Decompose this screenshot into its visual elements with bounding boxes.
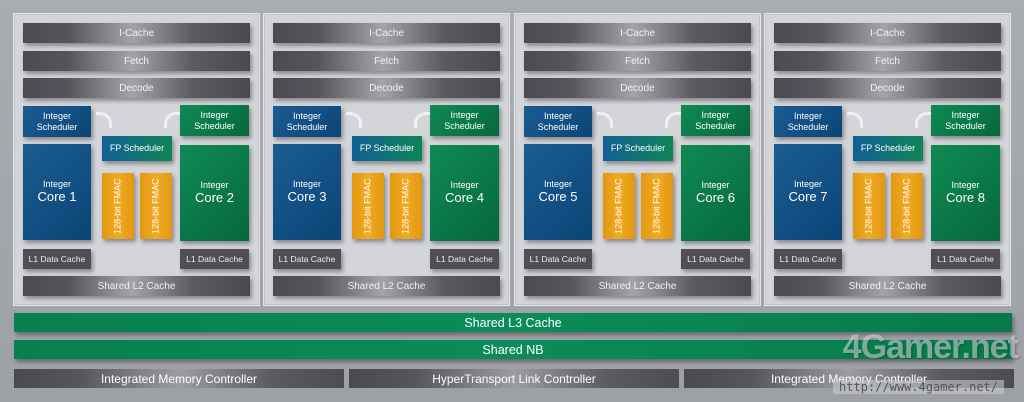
fp-scheduler: FP Scheduler <box>853 136 923 161</box>
l1-data-cache-a: L1 Data Cache <box>273 249 341 269</box>
fmac-unit-2: 128-bit FMAC <box>891 173 923 239</box>
arrow-icon <box>96 112 112 128</box>
fmac-unit-1: 128-bit FMAC <box>102 173 134 239</box>
icache-bar: I-Cache <box>273 23 500 43</box>
decode-bar: Decode <box>273 78 500 98</box>
fmac-unit-2: 128-bit FMAC <box>390 173 422 239</box>
decode-bar: Decode <box>774 78 1001 98</box>
l1-data-cache-a: L1 Data Cache <box>774 249 842 269</box>
arrow-icon <box>847 112 863 128</box>
fetch-bar: Fetch <box>23 51 250 71</box>
arrow-icon <box>915 112 931 128</box>
l1-data-cache-b: L1 Data Cache <box>931 249 1000 269</box>
fetch-bar: Fetch <box>774 51 1001 71</box>
fmac-unit-2: 128-bit FMAC <box>140 173 172 239</box>
fetch-bar: Fetch <box>524 51 751 71</box>
arrow-icon <box>164 112 180 128</box>
shared-l2-cache: Shared L2 Cache <box>273 276 500 296</box>
shared-l3-cache: Shared L3 Cache <box>14 313 1012 332</box>
watermark-logo: 4Gamer.net <box>842 328 1019 366</box>
fp-scheduler: FP Scheduler <box>352 136 422 161</box>
hypertransport-link-controller: HyperTransport Link Controller <box>349 369 679 388</box>
icache-bar: I-Cache <box>23 23 250 43</box>
arrow-icon <box>414 112 430 128</box>
fmac-unit-1: 128-bit FMAC <box>853 173 885 239</box>
l1-data-cache-a: L1 Data Cache <box>23 249 91 269</box>
icache-bar: I-Cache <box>774 23 1001 43</box>
arrow-icon <box>346 112 362 128</box>
decode-bar: Decode <box>23 78 250 98</box>
fp-scheduler: FP Scheduler <box>603 136 673 161</box>
shared-nb: Shared NB <box>14 340 1012 359</box>
decode-bar: Decode <box>524 78 751 98</box>
shared-l2-cache: Shared L2 Cache <box>23 276 250 296</box>
fetch-bar: Fetch <box>273 51 500 71</box>
shared-l2-cache: Shared L2 Cache <box>774 276 1001 296</box>
arrow-icon <box>597 112 613 128</box>
fmac-unit-1: 128-bit FMAC <box>603 173 635 239</box>
icache-bar: I-Cache <box>524 23 751 43</box>
l1-data-cache-b: L1 Data Cache <box>180 249 249 269</box>
fp-scheduler: FP Scheduler <box>102 136 172 161</box>
fmac-unit-1: 128-bit FMAC <box>352 173 384 239</box>
fmac-unit-2: 128-bit FMAC <box>641 173 673 239</box>
l1-data-cache-b: L1 Data Cache <box>430 249 499 269</box>
l1-data-cache-a: L1 Data Cache <box>524 249 592 269</box>
arrow-icon <box>665 112 681 128</box>
watermark-url: http://www.4gamer.net/ <box>833 380 1004 394</box>
integrated-memory-controller-left: Integrated Memory Controller <box>14 369 344 388</box>
shared-l2-cache: Shared L2 Cache <box>524 276 751 296</box>
l1-data-cache-b: L1 Data Cache <box>681 249 750 269</box>
